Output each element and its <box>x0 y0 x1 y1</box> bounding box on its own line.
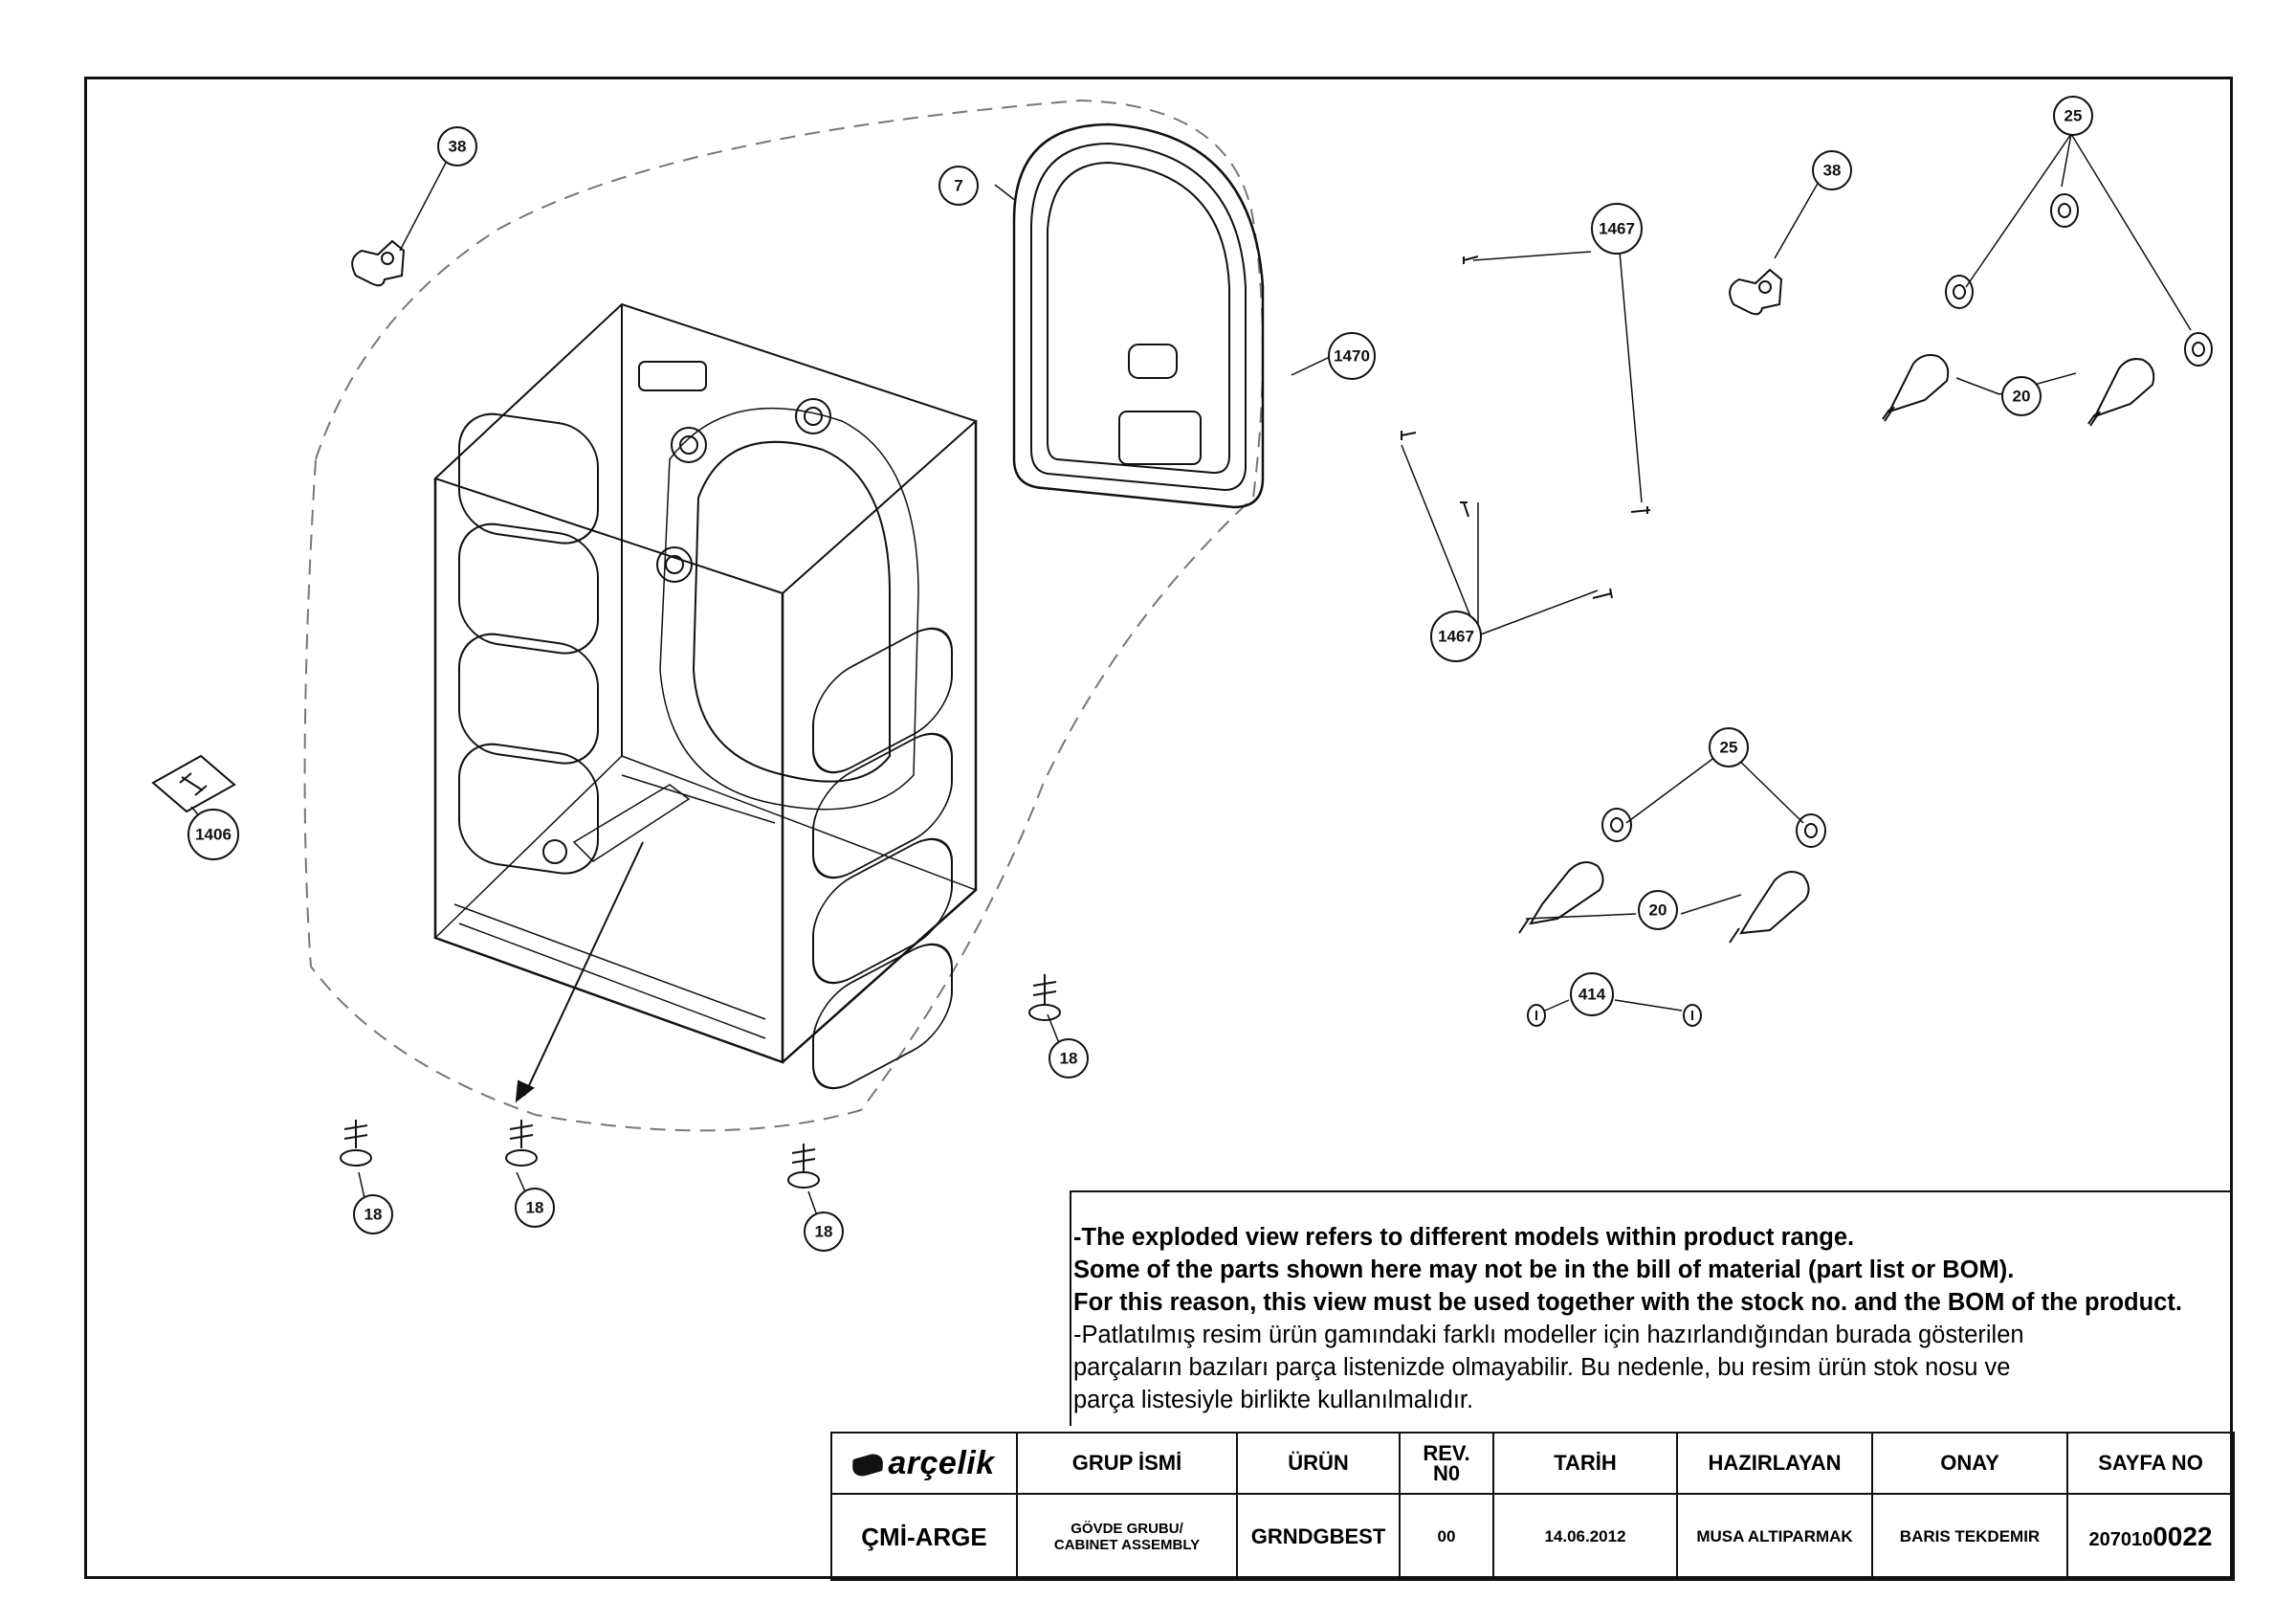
title-block: arçelik GRUP İSMİ ÜRÜN REV.N0 TARİH HAZI… <box>830 1432 2235 1581</box>
header-onay: ONAY <box>1871 1432 2068 1495</box>
group-value: GÖVDE GRUBU/CABINET ASSEMBLY <box>1016 1493 1238 1581</box>
screws <box>1401 256 1651 599</box>
brand-logo: arçelik <box>830 1432 1018 1495</box>
callout-18-a: 18 <box>1049 1038 1089 1078</box>
svg-text:38: 38 <box>1823 162 1842 180</box>
door-panel <box>1012 122 1265 509</box>
pads-mid <box>1601 808 1826 848</box>
callout-1406: 1406 <box>188 809 239 860</box>
callout-38-left: 38 <box>437 126 477 167</box>
callout-1467-top: 1467 <box>1591 203 1643 255</box>
callout-7: 7 <box>938 166 979 206</box>
feet-top <box>1882 354 2155 427</box>
svg-text:18: 18 <box>1060 1050 1078 1068</box>
svg-text:20: 20 <box>1649 901 1667 920</box>
svg-text:1470: 1470 <box>1334 347 1370 366</box>
logo-mark-icon <box>851 1450 884 1479</box>
svg-text:20: 20 <box>2013 388 2031 406</box>
leader-lines <box>190 133 2192 1233</box>
header-grup-ismi: GRUP İSMİ <box>1016 1432 1238 1495</box>
note-en-1: -The exploded view refers to different m… <box>1073 1224 1855 1251</box>
page-number-value: 2070100022 <box>2066 1493 2235 1581</box>
callout-18-b: 18 <box>353 1194 393 1234</box>
note-tr-1: -Patlatılmış resim ürün gamındaki farklı… <box>1073 1322 2024 1348</box>
pads-top <box>1945 193 2213 367</box>
callout-20-top: 20 <box>2001 376 2042 416</box>
svg-text:38: 38 <box>449 138 467 156</box>
callout-25-top: 25 <box>2053 96 2093 136</box>
note-tr-3: parça listesiyle birlikte kullanılmalıdı… <box>1073 1387 1474 1413</box>
svg-text:18: 18 <box>815 1223 833 1241</box>
header-urun: ÜRÜN <box>1236 1432 1401 1495</box>
approved-by-value: BARIS TEKDEMIR <box>1871 1493 2068 1581</box>
rev-value: 00 <box>1399 1493 1494 1581</box>
svg-text:18: 18 <box>526 1199 544 1217</box>
leveling-feet <box>340 974 1061 1189</box>
assembly-envelope <box>303 99 1264 1132</box>
svg-text:25: 25 <box>1720 739 1738 757</box>
svg-text:7: 7 <box>954 177 962 195</box>
note-tr-2: parçaların bazıları parça listenizde olm… <box>1073 1354 2011 1381</box>
prepared-by-value: MUSA ALTIPARMAK <box>1676 1493 1873 1581</box>
feet-mid <box>1518 861 1810 944</box>
callout-1470: 1470 <box>1328 332 1376 380</box>
label-sticker <box>151 754 236 813</box>
svg-text:1467: 1467 <box>1438 628 1474 646</box>
notes-box: -The exploded view refers to different m… <box>1070 1190 2233 1426</box>
header-hazirlayan: HAZIRLAYAN <box>1676 1432 1873 1495</box>
cabinet-body <box>433 302 978 1090</box>
callout-20-mid: 20 <box>1638 890 1678 930</box>
callout-25-mid: 25 <box>1709 727 1749 767</box>
svg-text:25: 25 <box>2064 107 2083 125</box>
header-rev-no: REV.N0 <box>1399 1432 1494 1495</box>
header-tarih: TARİH <box>1492 1432 1678 1495</box>
department-value: ÇMİ-ARGE <box>830 1493 1018 1581</box>
svg-text:1406: 1406 <box>195 826 232 844</box>
knobs <box>1527 1004 1702 1027</box>
clip-part-right <box>1729 268 1783 316</box>
callout-414: 414 <box>1570 972 1614 1016</box>
date-value: 14.06.2012 <box>1492 1493 1678 1581</box>
svg-text:414: 414 <box>1578 986 1606 1004</box>
header-sayfa-no: SAYFA NO <box>2066 1432 2235 1495</box>
svg-text:1467: 1467 <box>1599 220 1635 238</box>
callout-18-d: 18 <box>804 1212 844 1252</box>
clip-part-left <box>351 239 406 287</box>
callout-1467-bottom: 1467 <box>1430 611 1482 662</box>
callout-18-c: 18 <box>515 1188 555 1228</box>
direction-arrow <box>523 841 644 1097</box>
note-en-2: Some of the parts shown here may not be … <box>1073 1256 2015 1283</box>
svg-text:18: 18 <box>364 1206 383 1224</box>
callout-38-right: 38 <box>1812 150 1852 190</box>
product-value: GRNDGBEST <box>1236 1493 1401 1581</box>
note-en-3: For this reason, this view must be used … <box>1073 1289 2182 1316</box>
